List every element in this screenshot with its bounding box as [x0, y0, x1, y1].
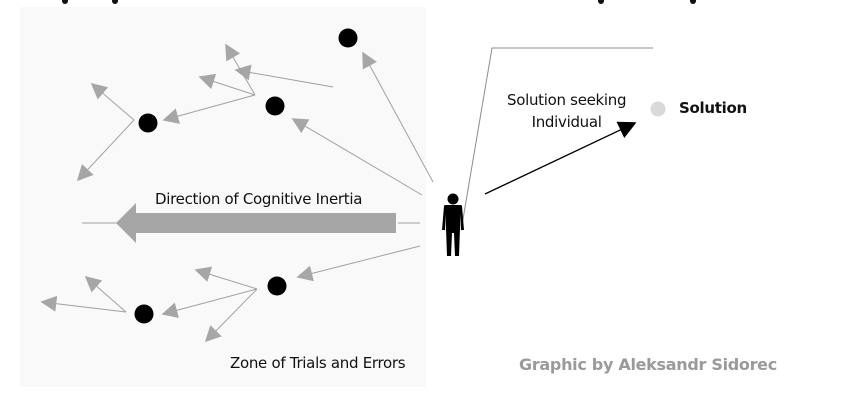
inertia-direction-label: Direction of Cognitive Inertia: [155, 190, 363, 208]
solution-label: Solution: [679, 99, 747, 117]
trial-dot-icon: [267, 276, 287, 296]
trial-arrow: [234, 64, 334, 88]
person-icon: [442, 193, 464, 256]
trial-dot-icon: [265, 96, 285, 116]
perspective-boundary-line: [461, 47, 653, 226]
trial-arrow: [291, 118, 423, 196]
inertia-arrow: [116, 203, 396, 243]
cropped-text-fragment: [62, 0, 68, 4]
trial-dot-icon: [134, 304, 154, 324]
trial-arrow: [362, 51, 434, 183]
individual-label: Solution seeking Individual: [507, 89, 627, 133]
cropped-text-fragment: [112, 0, 118, 4]
trial-dot-icon: [338, 28, 358, 48]
trial-arrow: [296, 245, 421, 282]
trial-arrow: [90, 82, 135, 121]
zone-label: Zone of Trials and Errors: [230, 354, 406, 372]
trial-arrow: [204, 288, 258, 343]
cropped-text-fragment: [598, 0, 604, 4]
trial-arrow: [162, 94, 256, 124]
solution-dot-icon: [650, 101, 666, 117]
solution-direction-arrow: [484, 121, 637, 195]
trial-arrow: [198, 73, 256, 96]
individual-label-line2: Individual: [531, 113, 602, 131]
trial-arrow: [76, 119, 135, 182]
trial-arrow: [40, 295, 127, 313]
trial-dot-icon: [138, 113, 158, 133]
trial-arrow: [161, 288, 258, 319]
individual-label-line1: Solution seeking: [507, 91, 627, 109]
cropped-text-fragment: [690, 0, 696, 4]
credit-label: Graphic by Aleksandr Sidorec: [519, 355, 777, 374]
trial-arrow: [194, 266, 258, 290]
trial-arrow: [225, 43, 256, 96]
trial-arrow: [84, 275, 127, 313]
